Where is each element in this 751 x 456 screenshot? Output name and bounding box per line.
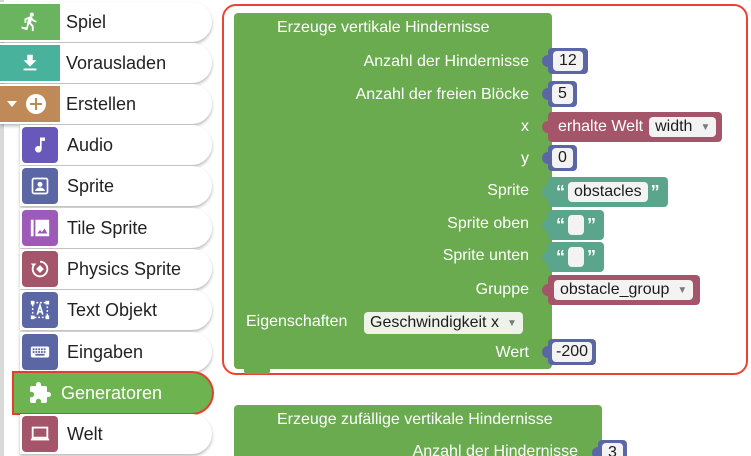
count-number-block[interactable]: 12: [542, 48, 588, 74]
value-number-block[interactable]: -200: [542, 339, 597, 365]
value-input[interactable]: -200: [552, 342, 593, 362]
free-blocks-label: Anzahl der freien Blöcke: [355, 86, 529, 103]
y-input[interactable]: 0: [552, 148, 573, 168]
download-icon: [0, 45, 60, 81]
count-label: Anzahl der Hindernisse: [412, 443, 578, 456]
y-label: y: [521, 150, 529, 167]
rotate-icon: [22, 251, 58, 287]
group-value: obstacle_group: [560, 281, 670, 298]
category-vorausladen-label: Vorausladen: [66, 52, 167, 73]
value-label: Wert: [495, 344, 529, 361]
y-number-block[interactable]: 0: [542, 145, 577, 171]
block-next-connector: [244, 368, 270, 374]
category-eingaben[interactable]: Eingaben: [20, 332, 212, 372]
close-quote-icon: ”: [587, 247, 596, 267]
category-welt-label: Welt: [67, 423, 103, 444]
keyboard-icon: [22, 334, 58, 370]
category-welt[interactable]: Welt: [20, 414, 212, 454]
photo-library-icon: [22, 210, 58, 246]
add-circle-icon: [0, 86, 60, 122]
category-erstellen[interactable]: Erstellen: [0, 84, 212, 124]
properties-dropdown[interactable]: Geschwindigkeit x ▼: [364, 312, 523, 334]
category-audio-label: Audio: [67, 134, 114, 155]
count-input[interactable]: 12: [553, 51, 583, 71]
block-title: Erzeuge vertikale Hindernisse: [277, 19, 490, 36]
open-quote-icon: “: [556, 215, 565, 235]
sprite-input[interactable]: obstacles: [568, 182, 648, 202]
toolbox-scroll-gutter[interactable]: [0, 0, 4, 456]
category-eingaben-label: Eingaben: [67, 341, 144, 362]
sprite-top-label: Sprite oben: [447, 215, 529, 232]
group-dropdown[interactable]: obstacle_group ▼: [554, 280, 694, 300]
category-audio[interactable]: Audio: [20, 125, 212, 165]
count-input[interactable]: 3: [602, 443, 623, 456]
world-property-block[interactable]: erhalte Welt width ▼: [542, 112, 723, 142]
puzzle-icon: [22, 375, 58, 411]
category-generatoren[interactable]: Generatoren: [14, 373, 212, 413]
open-quote-icon: “: [556, 247, 565, 267]
sprite-text-block[interactable]: “ obstacles ”: [542, 177, 668, 207]
count-number-block[interactable]: 3: [592, 440, 627, 456]
portrait-icon: [22, 168, 58, 204]
free-blocks-input[interactable]: 5: [552, 84, 573, 104]
category-erstellen-label: Erstellen: [66, 93, 137, 114]
x-label: x: [521, 118, 529, 135]
open-quote-icon: “: [556, 182, 565, 202]
properties-label: Eigenschaften: [246, 313, 348, 330]
group-label: Gruppe: [475, 281, 529, 298]
close-quote-icon: ”: [587, 215, 596, 235]
dropdown-arrow-icon: ▼: [700, 121, 711, 133]
sprite-bottom-input[interactable]: [568, 247, 584, 267]
world-get-text: erhalte Welt: [558, 118, 644, 135]
dropdown-arrow-icon: ▼: [677, 284, 688, 296]
world-property-value: width: [655, 118, 693, 135]
properties-value: Geschwindigkeit x: [370, 314, 499, 331]
category-sprite[interactable]: Sprite: [20, 166, 212, 206]
category-physics-sprite[interactable]: Physics Sprite: [20, 249, 212, 289]
highlight-frame: [222, 4, 748, 375]
sprite-bottom-label: Sprite unten: [442, 247, 529, 264]
group-variable-block[interactable]: obstacle_group ▼: [542, 275, 701, 305]
text-box-icon: [22, 292, 58, 328]
world-property-dropdown[interactable]: width ▼: [649, 117, 717, 137]
dropdown-arrow-icon: ▼: [506, 317, 517, 329]
block-body[interactable]: [234, 405, 602, 456]
count-label: Anzahl der Hindernisse: [363, 53, 529, 70]
chevron-down-icon: [7, 101, 17, 107]
category-generatoren-label: Generatoren: [61, 382, 163, 403]
category-tile-sprite[interactable]: Tile Sprite: [20, 208, 212, 248]
laptop-icon: [22, 416, 58, 452]
sprite-bottom-text-block[interactable]: “ ”: [542, 242, 604, 272]
block-title: Erzeuge zufällige vertikale Hindernisse: [277, 411, 553, 428]
close-quote-icon: ”: [650, 182, 660, 202]
category-toolbox: Spiel Vorausladen Erstellen Audio Sprite…: [0, 0, 222, 456]
category-text-objekt-label: Text Objekt: [67, 299, 158, 320]
category-sprite-label: Sprite: [67, 175, 115, 196]
sprite-label: Sprite: [487, 182, 529, 199]
category-vorausladen[interactable]: Vorausladen: [0, 43, 212, 83]
category-spiel[interactable]: Spiel: [0, 2, 212, 42]
free-blocks-number-block[interactable]: 5: [542, 81, 577, 107]
music-note-icon: [22, 127, 58, 163]
block-body[interactable]: [234, 13, 552, 369]
category-text-objekt[interactable]: Text Objekt: [20, 290, 212, 330]
category-tile-sprite-label: Tile Sprite: [67, 217, 148, 238]
running-person-icon: [0, 4, 60, 40]
sprite-top-text-block[interactable]: “ ”: [542, 210, 604, 240]
sprite-top-input[interactable]: [568, 215, 584, 235]
category-physics-sprite-label: Physics Sprite: [67, 258, 182, 279]
category-spiel-label: Spiel: [66, 11, 107, 32]
